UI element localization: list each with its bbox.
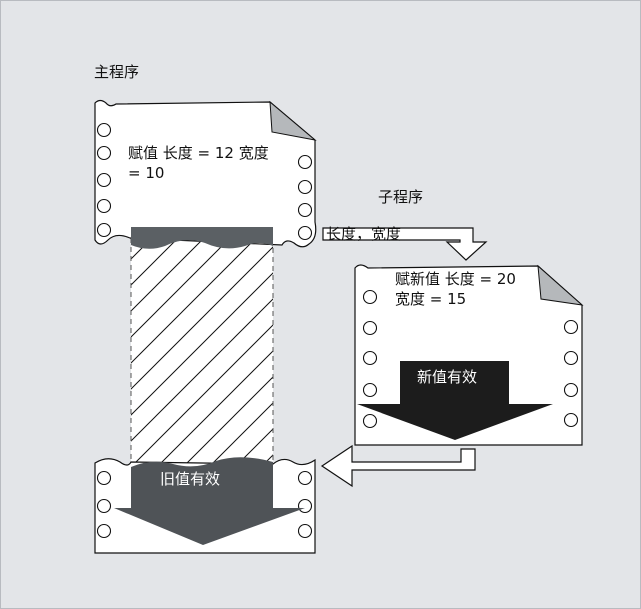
subprogram-assignment-line2: 宽度 = 15 [395, 290, 467, 308]
main-program-document-icon [94, 99, 317, 248]
old-value-valid-label: 旧值有效 [160, 470, 221, 488]
call-arrow-icon [322, 227, 488, 261]
main-program-title: 主程序 [94, 63, 140, 81]
suspended-region [130, 227, 274, 477]
subprogram-title: 子程序 [378, 188, 424, 206]
subprogram-assignment-line1: 赋新值 长度 = 20 [395, 270, 516, 288]
new-value-valid-arrow [357, 361, 553, 440]
main-program-assignment-line1: 赋值 长度 = 12 宽度 [128, 144, 269, 162]
main-program-assignment-line2: = 10 [128, 164, 165, 182]
call-parameters-label: 长度，宽度 [326, 225, 402, 243]
old-value-valid-arrow [114, 457, 305, 545]
main-program-torn-band [131, 227, 273, 249]
new-value-valid-label: 新值有效 [417, 368, 478, 386]
return-arrow-icon [320, 444, 476, 488]
